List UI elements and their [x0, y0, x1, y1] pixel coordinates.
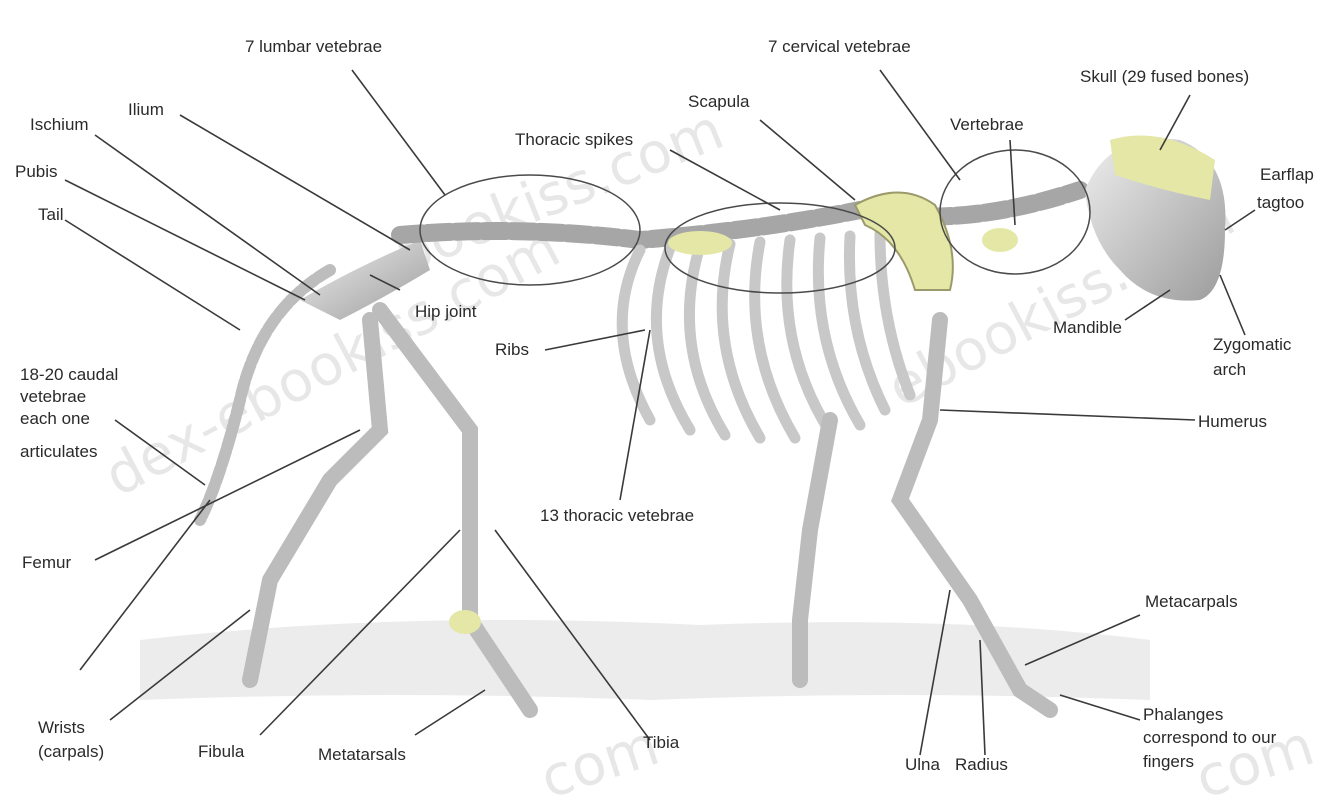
label-caudal-vertebrae-2: vetebrae [20, 387, 86, 406]
label-femur: Femur [22, 553, 71, 572]
label-scapula: Scapula [688, 92, 749, 111]
label-thoracic-spikes: Thoracic spikes [515, 130, 633, 149]
label-ribs: Ribs [495, 340, 529, 359]
label-metacarpals: Metacarpals [1145, 592, 1238, 611]
label-wrists: Wrists [38, 718, 85, 737]
label-phalanges-2: correspond to our [1143, 728, 1276, 747]
rib-cage [622, 234, 910, 438]
tail-bones [200, 270, 330, 520]
label-metatarsals: Metatarsals [318, 745, 406, 764]
label-humerus: Humerus [1198, 412, 1267, 431]
label-mandible: Mandible [1053, 318, 1122, 337]
metatarsal-highlight [449, 610, 481, 634]
label-skull: Skull (29 fused bones) [1080, 67, 1249, 86]
label-pubis: Pubis [15, 162, 58, 181]
label-ischium: Ischium [30, 115, 89, 134]
label-ulna: Ulna [905, 755, 940, 774]
label-caudal-vertebrae-4: articulates [20, 442, 97, 461]
label-earflap-2: tagtoo [1257, 193, 1304, 212]
spine-bones [400, 190, 1080, 240]
label-lumbar-vertebrae: 7 lumbar vetebrae [245, 37, 382, 56]
thoracic-spike-highlight [668, 231, 732, 255]
label-caudal-vertebrae: 18-20 caudal [20, 365, 118, 384]
label-zygomatic: Zygomatic [1213, 335, 1291, 354]
label-tibia: Tibia [643, 733, 679, 752]
label-phalanges-3: fingers [1143, 752, 1194, 771]
label-thoracic-vertebrae: 13 thoracic vetebrae [540, 506, 694, 525]
label-wrists-2: (carpals) [38, 742, 104, 761]
label-cervical-vertebrae: 7 cervical vetebrae [768, 37, 911, 56]
label-radius: Radius [955, 755, 1008, 774]
label-tail: Tail [38, 205, 64, 224]
label-ilium: Ilium [128, 100, 164, 119]
label-vertebrae: Vertebrae [950, 115, 1024, 134]
label-fibula: Fibula [198, 742, 244, 761]
label-hip-joint: Hip joint [415, 302, 476, 321]
label-phalanges: Phalanges [1143, 705, 1223, 724]
label-earflap: Earflap [1260, 165, 1314, 184]
cervical-highlight [982, 228, 1018, 252]
label-caudal-vertebrae-3: each one [20, 409, 90, 428]
label-zygomatic-2: arch [1213, 360, 1246, 379]
